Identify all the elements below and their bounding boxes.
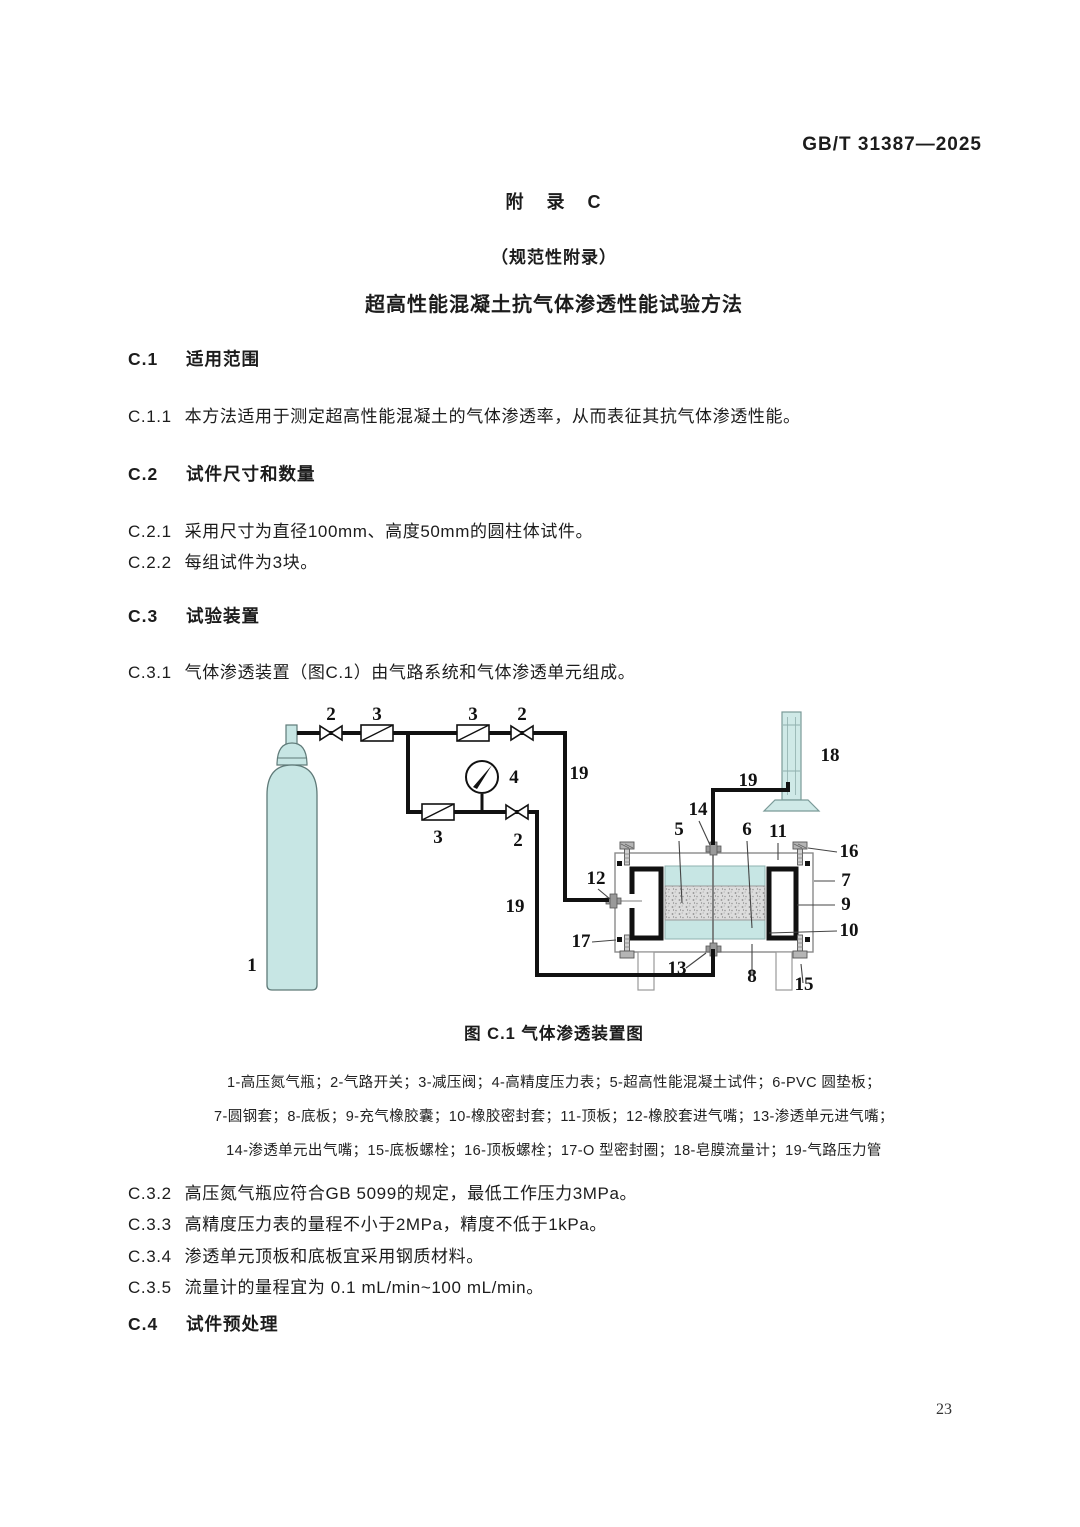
label-6: 6 [742, 819, 752, 840]
label-18: 18 [821, 745, 840, 766]
paragraph-c11: C.1.1 本方法适用于测定超高性能混凝土的气体渗透率，从而表征其抗气体渗透性能。 [128, 402, 801, 427]
figure-legend-line: 14-渗透单元出气嘴；15-底板螺栓；16-顶板螺栓；17-O 型密封圈；18-… [226, 1143, 882, 1159]
o-ring-seals [617, 861, 810, 942]
clause-number: C.3.2 [128, 1184, 172, 1203]
figure-caption: 图 C.1 气体渗透装置图 [464, 1025, 644, 1043]
label-15: 15 [795, 974, 814, 995]
clause-number: C.1.1 [128, 407, 172, 426]
clause-number: C.3.1 [128, 663, 172, 682]
figure-legend-line: 7-圆钢套；8-底板；9-充气橡胶囊；10-橡胶密封套；11-顶板；12-橡胶套… [214, 1109, 894, 1125]
clause-text: 采用尺寸为直径100mm、高度50mm的圆柱体试件。 [184, 522, 594, 541]
label-5: 5 [674, 819, 684, 840]
section-title: 适用范围 [186, 349, 260, 369]
pressure-gauge-icon [465, 760, 499, 794]
label-10: 10 [840, 920, 859, 941]
rubber-bladder-left [629, 866, 664, 941]
section-heading-c4: C.4 试件预处理 [128, 1311, 279, 1336]
label-8: 8 [747, 966, 757, 987]
paragraph-c22: C.2.2 每组试件为3块。 [128, 548, 318, 573]
gas-pipes [297, 731, 790, 977]
section-title: 试件尺寸和数量 [186, 464, 316, 484]
section-title: 试件预处理 [186, 1314, 279, 1334]
label-19: 19 [570, 763, 589, 784]
section-number: C.4 [128, 1314, 159, 1334]
clause-number: C.2.1 [128, 522, 172, 541]
pressure-reducing-valve-icons [360, 724, 490, 821]
clause-text: 高精度压力表的量程不小于2MPa，精度不低于1kPa。 [184, 1215, 607, 1234]
label-11: 11 [769, 821, 787, 842]
page-title: 超高性能混凝土抗气体渗透性能试验方法 [365, 294, 743, 316]
paragraph-c32: C.3.2 高压氮气瓶应符合GB 5099的规定，最低工作压力3MPa。 [128, 1179, 637, 1204]
label-4: 4 [509, 767, 519, 788]
label-1: 1 [247, 955, 257, 976]
bottom-plate-bolts [619, 934, 808, 959]
permeation-unit [605, 841, 814, 991]
section-number: C.1 [128, 349, 159, 369]
gas-switch-valve-icons [319, 724, 534, 821]
label-12: 12 [587, 868, 606, 889]
top-plate-bolts [619, 841, 808, 866]
section-title: 试验装置 [186, 606, 260, 626]
section-heading-c1: C.1 适用范围 [128, 346, 260, 371]
gas-cylinder-icon [266, 724, 318, 991]
section-number: C.2 [128, 464, 159, 484]
clause-text: 本方法适用于测定超高性能混凝土的气体渗透率，从而表征其抗气体渗透性能。 [184, 407, 801, 426]
normative-note: （规范性附录） [491, 248, 617, 267]
unit-leg [775, 951, 793, 991]
clause-text: 渗透单元顶板和底板宜采用钢质材料。 [184, 1247, 484, 1266]
clause-text: 气体渗透装置（图C.1）由气路系统和气体渗透单元组成。 [184, 663, 636, 682]
clause-number: C.3.3 [128, 1215, 172, 1234]
clause-number: C.3.4 [128, 1247, 172, 1266]
clause-text: 高压氮气瓶应符合GB 5099的规定，最低工作压力3MPa。 [184, 1184, 638, 1203]
diagram-number-labels: 2 3 3 2 19 4 3 2 19 1 12 17 5 14 6 11 16… [247, 704, 858, 995]
paragraph-c35: C.3.5 流量计的量程宜为 0.1 mL/min~100 mL/min。 [128, 1273, 544, 1298]
label-3: 3 [468, 704, 478, 725]
standard-number: GB/T 31387—2025 [802, 134, 982, 155]
clause-text: 每组试件为3块。 [184, 553, 318, 572]
figure-legend-line: 1-高压氮气瓶；2-气路开关；3-减压阀；4-高精度压力表；5-超高性能混凝土试… [227, 1075, 881, 1091]
label-2: 2 [517, 704, 527, 725]
clause-text: 流量计的量程宜为 0.1 mL/min~100 mL/min。 [184, 1278, 544, 1297]
paragraph-c34: C.3.4 渗透单元顶板和底板宜采用钢质材料。 [128, 1242, 484, 1267]
paragraph-c33: C.3.3 高精度压力表的量程不小于2MPa，精度不低于1kPa。 [128, 1210, 607, 1235]
sleeve-inlet-nozzle [609, 893, 618, 909]
leader-lines [591, 820, 838, 984]
soap-film-flowmeter-icon [762, 711, 821, 812]
label-2: 2 [513, 830, 523, 851]
label-16: 16 [840, 841, 859, 862]
section-heading-c3: C.3 试验装置 [128, 603, 260, 628]
paragraph-c21: C.2.1 采用尺寸为直径100mm、高度50mm的圆柱体试件。 [128, 517, 593, 542]
pvc-pad-bottom [664, 919, 766, 940]
label-9: 9 [841, 894, 851, 915]
label-7: 7 [841, 870, 851, 891]
rubber-bladder-right [766, 866, 799, 941]
label-13: 13 [668, 958, 687, 979]
section-heading-c2: C.2 试件尺寸和数量 [128, 461, 316, 486]
clause-number: C.2.2 [128, 553, 172, 572]
page-number: 23 [936, 1401, 952, 1418]
paragraph-c31: C.3.1 气体渗透装置（图C.1）由气路系统和气体渗透单元组成。 [128, 658, 635, 683]
label-2: 2 [326, 704, 336, 725]
appendix-title: 附 录 C [505, 192, 603, 212]
label-19: 19 [739, 770, 758, 791]
label-14: 14 [689, 799, 709, 820]
label-3: 3 [372, 704, 382, 725]
gas-permeation-apparatus-diagram: 2 3 3 2 19 4 3 2 19 1 12 17 5 14 6 11 16… [247, 704, 858, 995]
section-number: C.3 [128, 606, 159, 626]
unit-leg [637, 951, 655, 991]
clause-number: C.3.5 [128, 1278, 172, 1297]
label-19: 19 [506, 896, 525, 917]
label-3: 3 [433, 827, 443, 848]
label-17: 17 [572, 931, 592, 952]
